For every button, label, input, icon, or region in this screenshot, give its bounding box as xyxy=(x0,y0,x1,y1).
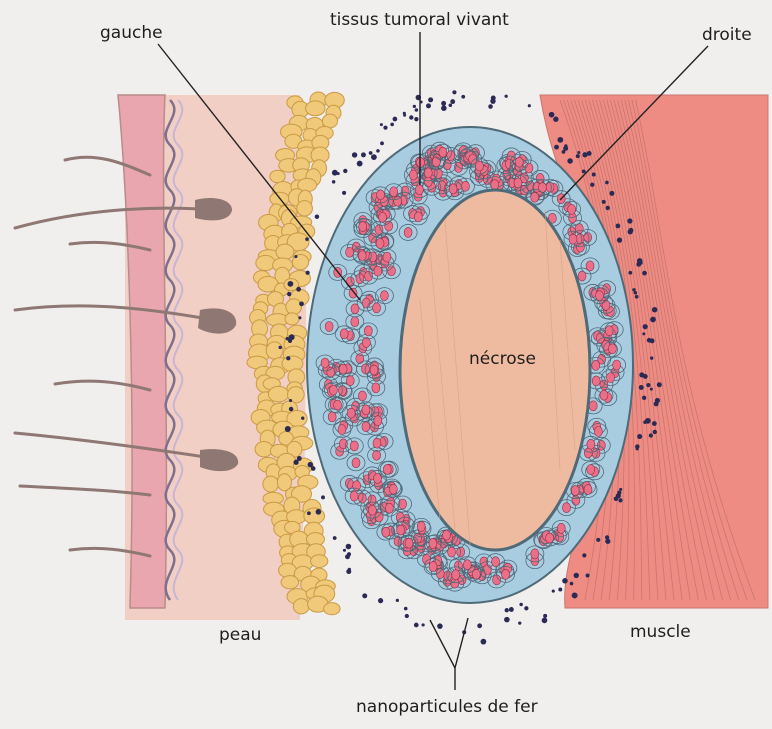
label-peau: peau xyxy=(219,625,261,645)
label-nanoparticules-de-fer: nanoparticules de fer xyxy=(356,697,538,717)
necrosis-core xyxy=(400,190,590,550)
leader-nano-left xyxy=(430,620,455,668)
label-droite: droite xyxy=(702,25,752,45)
label-gauche: gauche xyxy=(100,23,163,43)
label-necrose: nécrose xyxy=(469,349,536,369)
label-tissus-tumoral-vivant: tissus tumoral vivant xyxy=(330,10,509,30)
label-muscle: muscle xyxy=(630,622,691,642)
leader-nano-right xyxy=(455,618,468,668)
